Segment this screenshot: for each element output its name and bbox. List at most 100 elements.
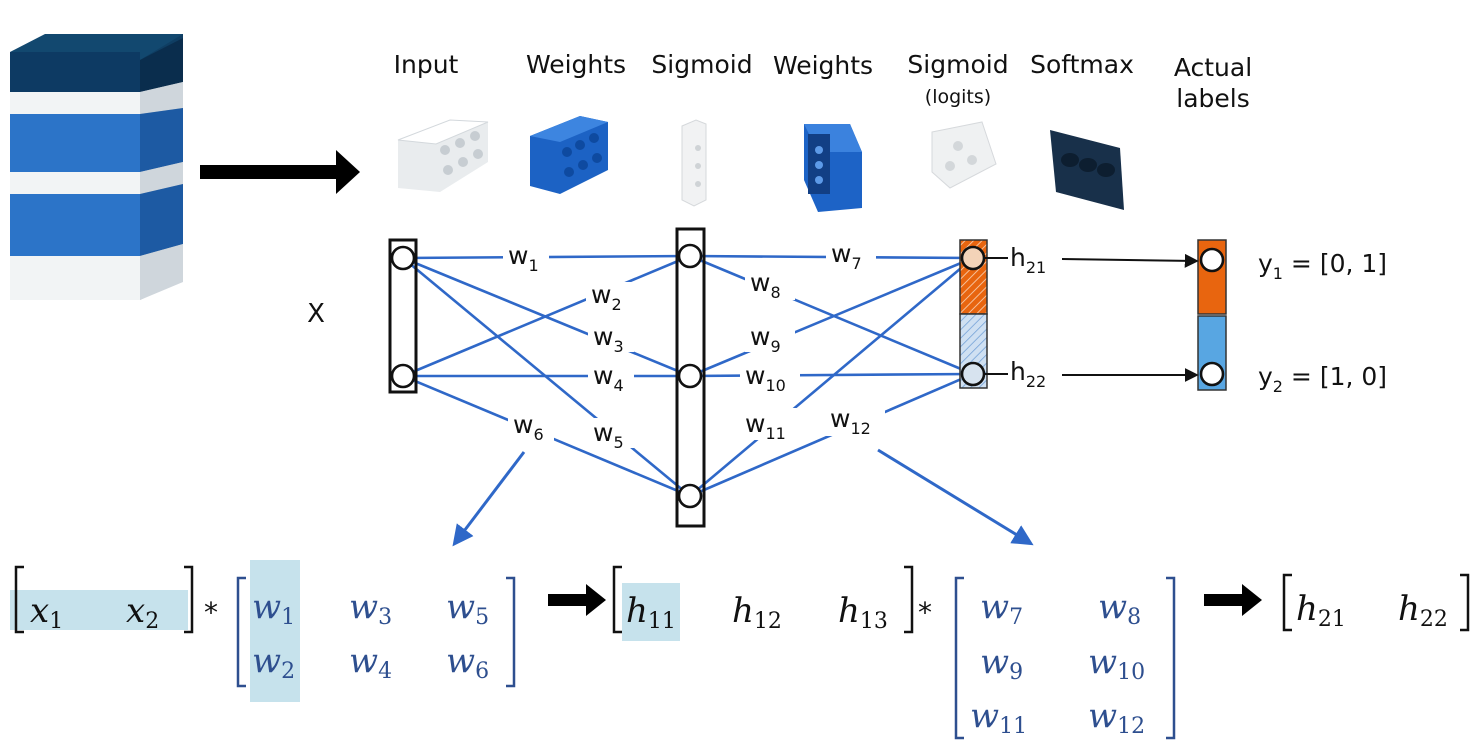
label-node-2	[1199, 361, 1225, 387]
x-label: X	[307, 299, 325, 329]
y2-label: y2 = [1, 0]	[1258, 362, 1387, 396]
lego-stack-image	[10, 34, 183, 300]
h1-bracket-right	[904, 565, 914, 634]
edge-w5	[402, 256, 691, 498]
header-actual: Actual	[1174, 53, 1252, 82]
weight-label-w5: w5	[588, 418, 634, 452]
input-node-2	[390, 363, 416, 389]
h21-label: h21	[1010, 243, 1046, 277]
x-bracket-right	[184, 565, 194, 634]
weights-brick-icon	[530, 116, 608, 194]
eq-times-1: *	[204, 596, 218, 629]
eq-x2: x2	[126, 591, 159, 634]
edge-w3	[402, 256, 691, 378]
h2-bracket-left	[1282, 573, 1292, 632]
header-sigmoid-2: Sigmoid	[907, 50, 1008, 79]
edge-w9	[689, 256, 974, 378]
hidden-layer-bar	[675, 227, 706, 528]
h11-highlight	[622, 583, 680, 641]
eq-w9: w9	[980, 642, 1023, 685]
weight-label-w1: w1	[503, 240, 549, 275]
eq-w8: w8	[1098, 587, 1141, 630]
svg-text:w5: w5	[593, 418, 624, 452]
weight-label-w7: w7	[826, 239, 876, 273]
hidden-node-2	[677, 363, 703, 389]
w-col-highlight	[250, 560, 300, 702]
svg-text:w6: w6	[513, 410, 544, 444]
header-input: Input	[394, 50, 459, 79]
eq-arrow-1-icon	[548, 584, 606, 616]
weight-label-w2: w2	[586, 280, 632, 314]
header-weights-2: Weights	[773, 51, 873, 80]
y1-label: y1 = [0, 1]	[1258, 249, 1387, 283]
eq-h21: h21	[1296, 589, 1346, 632]
weight-label-w10: w10	[740, 361, 800, 395]
eq-times-2: *	[918, 596, 932, 629]
pointer-arrow-left	[452, 451, 526, 547]
softmax-brick-icon	[1050, 130, 1124, 210]
output-node-1	[960, 245, 986, 271]
weights-brick-2-icon	[804, 124, 862, 212]
w2-bracket-right	[1166, 576, 1176, 740]
arrow-h21-y1	[1061, 253, 1199, 268]
header-sigmoid-2-sub: (logits)	[925, 86, 991, 108]
weight-label-w9: w9	[745, 322, 795, 356]
h22-label: h22	[1010, 357, 1046, 391]
eq-h13: h13	[838, 591, 888, 634]
eq-w5: w5	[446, 587, 489, 630]
w1-bracket-right	[506, 576, 516, 688]
eq-h22: h22	[1398, 589, 1448, 632]
svg-text:w12: w12	[830, 404, 871, 438]
sigmoid-brick-icon	[681, 119, 707, 207]
svg-text:w7: w7	[831, 239, 862, 273]
header-sigmoid-1: Sigmoid	[651, 50, 752, 79]
output-node-2	[960, 361, 986, 387]
eq-w12: w12	[1088, 696, 1145, 739]
eq-x1: x1	[30, 591, 63, 634]
pointer-arrow-right	[877, 448, 1034, 546]
sigmoid-logits-brick-icon	[931, 121, 997, 189]
h1-bracket-left	[612, 565, 622, 634]
weight-label-w12: w12	[825, 404, 885, 438]
w2-bracket-left	[954, 576, 964, 740]
eq-w11: w11	[970, 696, 1027, 739]
weight-label-w3: w3	[588, 322, 634, 356]
label-node-1	[1199, 247, 1225, 273]
hidden-node-3	[677, 483, 703, 509]
eq-h11: h11	[626, 591, 676, 634]
eq-w6: w6	[446, 641, 489, 684]
svg-text:w3: w3	[593, 322, 624, 356]
h2-bracket-right	[1460, 573, 1470, 632]
weight-label-w6: w6	[508, 410, 554, 444]
svg-text:w11: w11	[745, 409, 786, 443]
eq-w2: w2	[252, 641, 295, 684]
hidden-node-1	[677, 243, 703, 269]
weight-label-w8: w8	[745, 268, 795, 302]
weight-label-w4: w4	[588, 361, 634, 395]
header-softmax: Softmax	[1030, 50, 1134, 79]
svg-text:w8: w8	[750, 268, 781, 302]
svg-text:w2: w2	[591, 280, 622, 314]
edge-w10	[689, 372, 974, 378]
eq-arrow-2-icon	[1204, 584, 1262, 616]
x-bracket-left	[14, 565, 24, 634]
svg-text:w4: w4	[593, 361, 624, 395]
edge-w8	[689, 254, 974, 376]
header-labels: labels	[1176, 84, 1250, 113]
eq-w10: w10	[1088, 642, 1145, 685]
big-arrow-icon	[336, 150, 360, 194]
eq-w4: w4	[349, 641, 392, 684]
eq-w1: w1	[252, 587, 295, 630]
eq-h12: h12	[732, 591, 782, 634]
x-row-highlight	[10, 590, 188, 630]
input-layer-bar	[388, 238, 418, 394]
svg-text:w9: w9	[750, 322, 781, 356]
input-node-1	[390, 245, 416, 271]
eq-w7: w7	[980, 587, 1023, 630]
header-weights-1: Weights	[526, 50, 626, 79]
eq-w3: w3	[349, 587, 392, 630]
svg-text:w1: w1	[508, 241, 539, 275]
input-brick-icon	[397, 119, 489, 192]
edge-w11	[689, 257, 974, 497]
